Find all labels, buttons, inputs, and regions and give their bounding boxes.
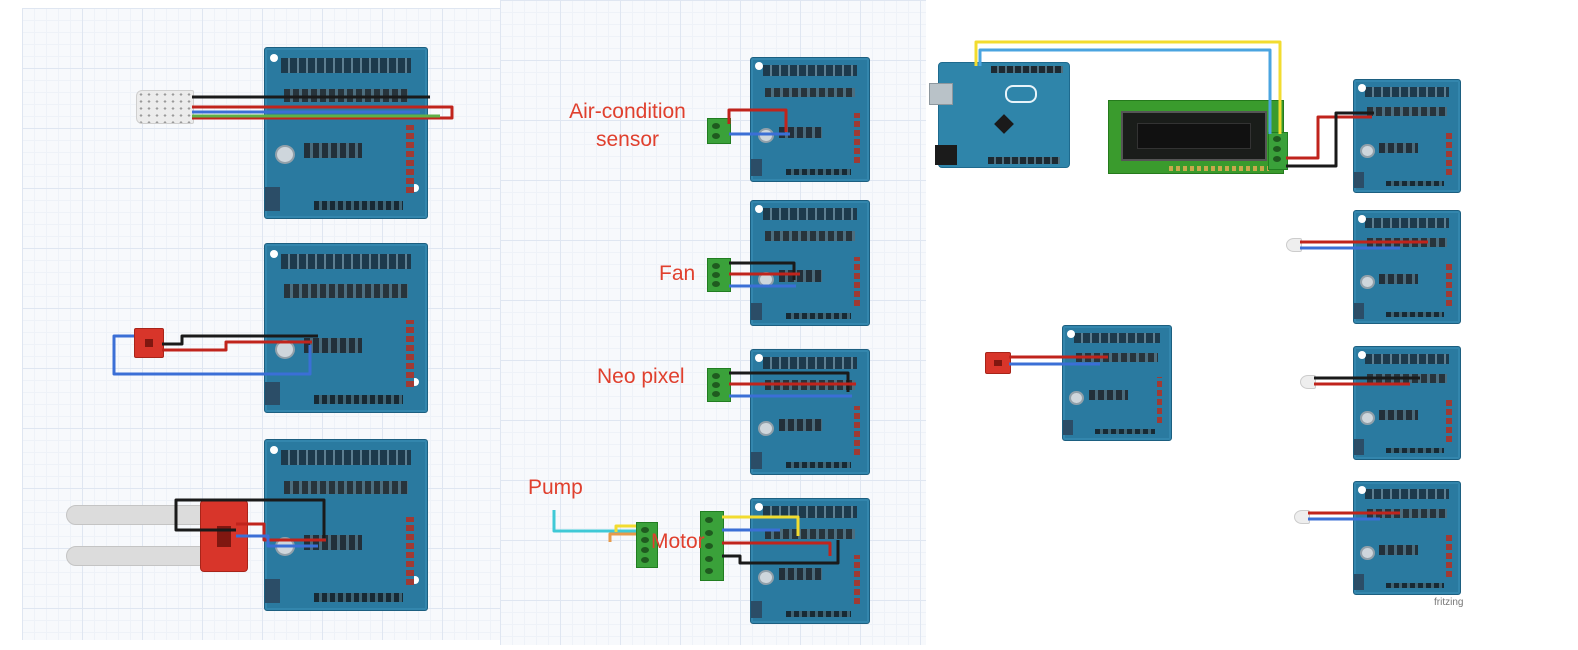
wire-pump-yellow	[614, 524, 636, 532]
motor-shield	[750, 498, 870, 624]
wire-motor-black	[722, 540, 840, 565]
wire-light-blue	[112, 334, 312, 376]
label-motor: Motor	[651, 530, 705, 553]
lcd-display	[1108, 100, 1284, 174]
wire-light-black	[162, 334, 318, 346]
sensor-shield-1	[264, 47, 428, 219]
wire-lcd-blue	[978, 48, 1272, 134]
lcd-screen	[1121, 111, 1267, 161]
wire-soil-black	[174, 498, 326, 538]
wire-soil-blue	[236, 534, 318, 548]
air-condition-terminal	[707, 118, 731, 144]
led-3	[1294, 510, 1310, 524]
label-pump: Pump	[528, 476, 583, 499]
wire-motor-yellow	[722, 515, 800, 536]
wire-neo-black	[729, 371, 850, 392]
led-shield-2	[1353, 346, 1461, 460]
wire-lcd-red	[1286, 115, 1372, 160]
label-air-condition-line1: Air-condition	[569, 100, 686, 123]
led-2	[1300, 375, 1316, 389]
led-1	[1286, 238, 1302, 252]
arduino-logo-icon	[1005, 85, 1037, 103]
wire-pump-cyan	[552, 510, 636, 533]
neo-pixel-terminal	[707, 368, 731, 402]
sensor-shield-2	[264, 243, 428, 413]
wire-light-red	[162, 340, 312, 352]
lcd-terminal	[1268, 132, 1288, 170]
label-air-condition-line2: sensor	[595, 128, 660, 151]
lcd-shield	[1353, 79, 1461, 193]
center-shield	[1062, 325, 1172, 441]
usb-port-icon	[929, 83, 953, 105]
wire-lcd-black	[1286, 111, 1374, 168]
wire-fan-black	[729, 261, 796, 280]
led-shield-3	[1353, 481, 1461, 595]
arduino-board	[929, 62, 1070, 168]
wire-lcd-yellow	[974, 40, 1282, 134]
power-jack-icon	[935, 145, 957, 165]
wire-motor-red	[722, 541, 832, 556]
wire-pump-orange	[608, 532, 636, 542]
label-neo-pixel: Neo pixel	[597, 365, 685, 388]
led-shield-1	[1353, 210, 1461, 324]
label-fan: Fan	[659, 262, 696, 285]
motor-terminal	[700, 511, 724, 581]
fritzing-credit: fritzing	[1434, 597, 1464, 608]
wire-dht-red	[192, 105, 454, 120]
dht-temperature-sensor	[136, 90, 194, 124]
air-condition-shield	[750, 57, 870, 182]
wire-soil-red	[236, 522, 326, 542]
pump-terminal	[636, 522, 658, 568]
wire-air-red	[727, 108, 788, 132]
label-air-condition-sensor: Air-condition sensor	[555, 98, 700, 154]
